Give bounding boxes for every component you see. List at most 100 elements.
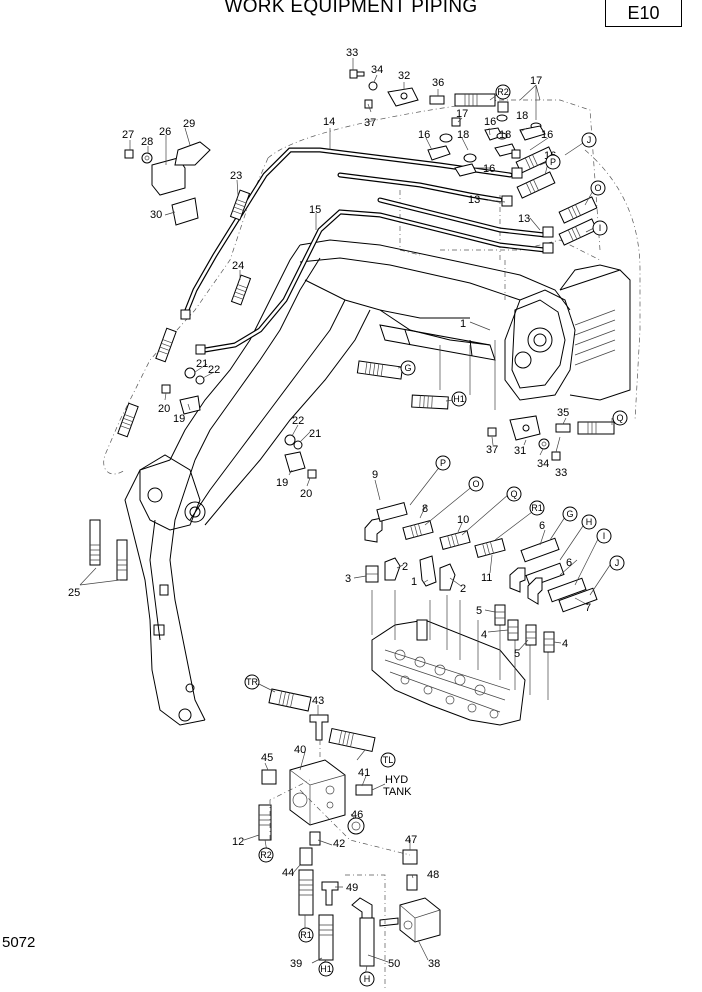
ref-R2: R2 [495, 84, 511, 100]
callout-6: 6 [566, 557, 572, 569]
svg-text:G: G [404, 363, 411, 373]
svg-text:P: P [440, 458, 446, 468]
svg-text:J: J [615, 558, 620, 568]
callout-33: 33 [346, 47, 358, 59]
svg-text:TL: TL [383, 755, 394, 765]
svg-text:R1: R1 [531, 503, 543, 513]
callout-37: 37 [364, 117, 376, 129]
ref-J: J [581, 132, 597, 148]
callout-50: 50 [388, 958, 400, 970]
callout-28: 28 [141, 136, 153, 148]
ref-I: I [592, 220, 608, 236]
callout-6: 6 [539, 520, 545, 532]
tank-label-line1: HYD [385, 774, 408, 786]
callout-9: 9 [372, 469, 378, 481]
callout-3: 3 [345, 573, 351, 585]
callout-42: 42 [333, 838, 345, 850]
control-valve-assembly [364, 501, 598, 726]
svg-text:TR: TR [246, 677, 258, 687]
callout-21: 21 [196, 358, 208, 370]
callout-17: 17 [530, 75, 542, 87]
callout-24: 24 [232, 260, 244, 272]
ref-G-lower: G [562, 506, 578, 522]
ref-H1: H1 [451, 391, 467, 407]
return-block-assembly [258, 688, 441, 990]
section-code: E10 [627, 2, 660, 23]
svg-text:Q: Q [510, 489, 517, 499]
hyd-tank-label: HYD TANK [371, 774, 412, 798]
ref-J-lower: J [609, 555, 625, 571]
callout-47: 47 [405, 834, 417, 846]
callout-11: 11 [481, 572, 492, 584]
ref-H1-lower: H1 [318, 961, 334, 977]
callout-15: 15 [309, 204, 321, 216]
ref-G: G [400, 360, 416, 376]
callout-20: 20 [300, 488, 312, 500]
callout-25: 25 [68, 587, 80, 599]
callout-39: 39 [290, 958, 302, 970]
svg-text:G: G [566, 509, 573, 519]
callout-16: 16 [483, 163, 495, 175]
callout-22: 22 [292, 415, 304, 427]
callout-19: 19 [173, 413, 185, 425]
callout-49: 49 [346, 882, 358, 894]
callout-26: 26 [159, 126, 171, 138]
callout-37: 37 [486, 444, 498, 456]
callout-32: 32 [398, 70, 410, 82]
ref-H: H [359, 971, 375, 987]
callout-18: 18 [457, 129, 469, 141]
callout-34: 34 [371, 64, 383, 76]
svg-text:J: J [587, 135, 592, 145]
svg-text:I: I [603, 531, 606, 541]
callout-8: 8 [422, 503, 428, 515]
callout-4: 4 [562, 638, 568, 650]
callout-16: 16 [541, 129, 553, 141]
callout-16: 16 [484, 116, 496, 128]
callout-5: 5 [514, 648, 520, 660]
callout-5: 5 [476, 605, 482, 617]
ref-O-lower: O [468, 476, 484, 492]
ref-P: P [545, 154, 561, 170]
svg-text:O: O [594, 183, 601, 193]
callout-21: 21 [309, 428, 321, 440]
callout-48: 48 [427, 869, 439, 881]
callout-13: 13 [468, 194, 480, 206]
callout-4: 4 [481, 629, 487, 641]
callout-38: 38 [428, 958, 440, 970]
callout-1: 1 [460, 318, 466, 330]
svg-text:H1: H1 [320, 964, 332, 974]
callout-29: 29 [183, 118, 195, 130]
connection-refs: R2 J P O I G H1 Q P O Q R1 G H I J TR TL… [244, 84, 628, 987]
svg-text:H: H [364, 974, 371, 984]
callout-30: 30 [150, 209, 162, 221]
svg-text:R2: R2 [260, 850, 272, 860]
ref-P-lower: P [435, 455, 451, 471]
ref-R1: R1 [529, 500, 545, 516]
leader-lines [79, 58, 589, 964]
callout-35: 35 [557, 407, 569, 419]
tank-label-line2: TANK [383, 786, 412, 798]
boom-structure [124, 239, 631, 726]
callout-20: 20 [158, 403, 170, 415]
ref-R2-lower: R2 [258, 847, 274, 863]
callout-36: 36 [432, 77, 444, 89]
ref-H-right: H [581, 514, 597, 530]
ref-Q: Q [612, 410, 628, 426]
callout-44: 44 [282, 867, 294, 879]
callout-7: 7 [585, 602, 591, 614]
svg-text:R1: R1 [300, 930, 312, 940]
callout-43: 43 [312, 695, 324, 707]
callout-1: 1 [411, 576, 417, 588]
ref-O: O [590, 180, 606, 196]
callout-41: 41 [358, 767, 370, 779]
callout-numbers: 33 34 32 36 37 17 14 18 16 17 18 16 18 1… [68, 47, 591, 970]
section-code-badge: E10 [605, 0, 682, 27]
callout-40: 40 [294, 744, 306, 756]
svg-text:P: P [550, 157, 556, 167]
ref-R1-lower: R1 [298, 927, 314, 943]
ref-I-lower: I [596, 528, 612, 544]
ref-Q-lower: Q [506, 486, 522, 502]
callout-17: 17 [456, 108, 468, 120]
callout-2: 2 [460, 583, 466, 595]
